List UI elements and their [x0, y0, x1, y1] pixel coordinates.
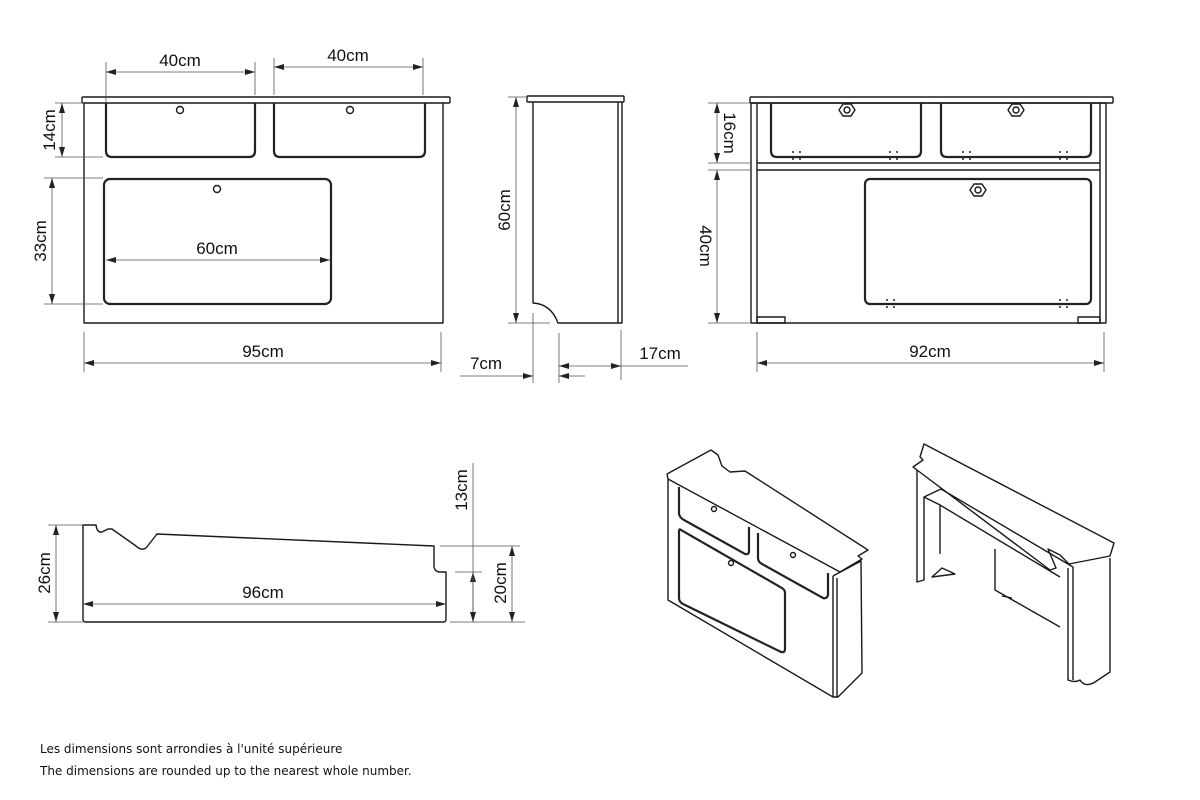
- dim-door-width: 60cm: [196, 239, 238, 258]
- drawer-right: [272, 103, 427, 159]
- front-view: 40cm 40cm 14cm 33cm 60cm 95cm: [31, 46, 451, 372]
- dim-depth-left: 26cm: [35, 552, 54, 594]
- dim-depth-right: 20cm: [491, 562, 510, 604]
- dim-upper-height: 16cm: [720, 112, 739, 154]
- door: [102, 177, 333, 306]
- dim-height: 60cm: [495, 189, 514, 231]
- top-view: 26cm 96cm 13cm 20cm: [35, 463, 525, 623]
- dim-door-height: 33cm: [31, 220, 50, 262]
- dim-drawer-right-width: 40cm: [327, 46, 369, 65]
- note-english: The dimensions are rounded up to the nea…: [40, 764, 412, 778]
- dim-length: 96cm: [242, 583, 284, 602]
- side-view: 60cm 7cm 17cm: [460, 95, 688, 383]
- dim-total-width: 95cm: [242, 342, 284, 361]
- isometric-back-view: [912, 443, 1115, 686]
- dim-width: 92cm: [909, 342, 951, 361]
- knob-hole: [175, 105, 185, 115]
- back-view: 16cm 40cm 92cm: [696, 96, 1114, 372]
- dim-drawer-left-width: 40cm: [159, 51, 201, 70]
- hex-nut-icon: [1007, 103, 1025, 117]
- hex-nut-icon: [838, 103, 856, 117]
- dim-drawer-height: 14cm: [40, 109, 59, 151]
- drawer-left: [104, 103, 257, 159]
- dim-lower-height: 40cm: [696, 225, 715, 267]
- note-french: Les dimensions sont arrondies à l'unité …: [40, 742, 343, 756]
- dim-notch: 13cm: [452, 469, 471, 511]
- isometric-front-view: [666, 449, 869, 698]
- hex-nut-icon: [969, 183, 987, 197]
- dim-depth: 17cm: [639, 344, 681, 363]
- knob-hole: [345, 105, 355, 115]
- knob-hole: [212, 184, 222, 194]
- dim-foot-cutout: 7cm: [470, 354, 502, 373]
